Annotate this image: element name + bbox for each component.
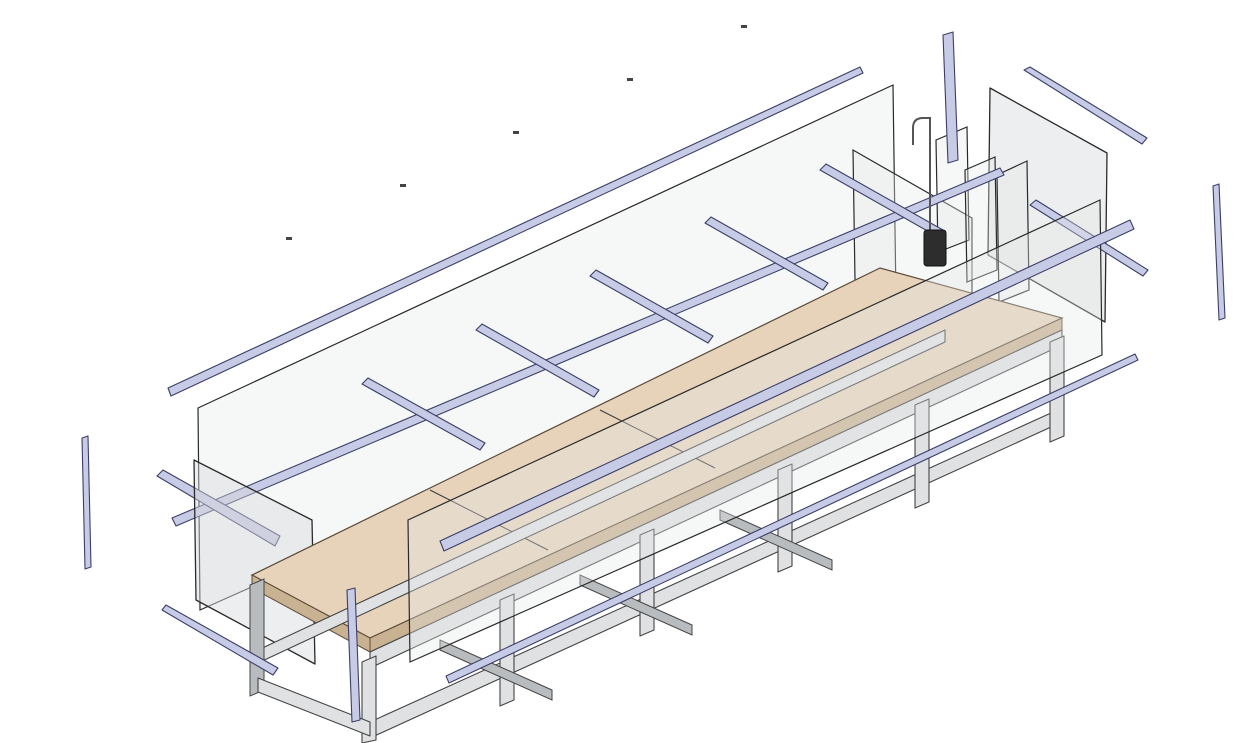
right-vertical-post xyxy=(1212,183,1226,321)
front-left-vertical-post xyxy=(346,587,361,723)
back-top-long-rail xyxy=(167,66,864,397)
cross-rail-3 xyxy=(589,269,714,344)
vertical-post-top xyxy=(942,31,959,164)
part-tag-3 xyxy=(513,131,519,134)
frame-left-bottom-crossbar xyxy=(257,677,371,737)
leg-back-left xyxy=(249,578,265,697)
lower-left-diagonal-rail xyxy=(161,604,279,676)
leg-front-6 xyxy=(1049,335,1065,443)
front-top-long-rail xyxy=(439,219,1135,552)
part-tag-1 xyxy=(286,237,292,240)
motor-unit xyxy=(923,229,947,267)
left-end-glass-panel xyxy=(193,459,316,665)
small-door-panel-3 xyxy=(996,160,1030,303)
cross-rail-1 xyxy=(361,377,486,451)
frame-mid-crossbar-2 xyxy=(579,574,693,636)
cross-rail-left xyxy=(156,469,281,547)
part-tag-4 xyxy=(627,78,633,81)
frame-mid-crossbar-3 xyxy=(719,509,833,571)
part-tag-2 xyxy=(400,184,406,187)
right-top-diagonal-rail xyxy=(1023,66,1148,145)
frame-mid-crossbar-1 xyxy=(439,639,553,701)
front-bottom-long-rail xyxy=(445,353,1139,684)
part-tag-markers xyxy=(286,25,747,240)
back-lower-long-rail xyxy=(171,167,1005,527)
cross-rail-4 xyxy=(704,216,829,291)
part-tag-5 xyxy=(741,25,747,28)
cross-rail-2 xyxy=(475,323,600,398)
right-back-glass-panel xyxy=(987,87,1108,323)
left-vertical-post xyxy=(81,435,92,570)
pipe-fitting xyxy=(912,117,931,230)
